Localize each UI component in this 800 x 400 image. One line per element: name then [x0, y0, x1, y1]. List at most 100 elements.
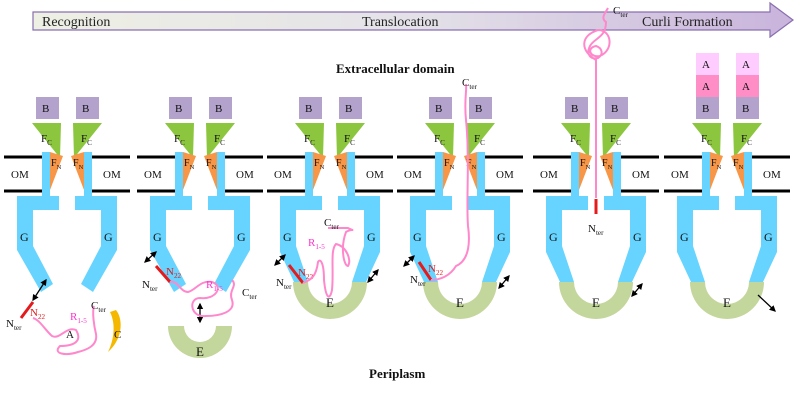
csgF-c-domain: [466, 123, 495, 158]
fn-label: FN: [314, 158, 325, 171]
csgE-label: E: [592, 295, 600, 310]
fn-label: FN: [206, 158, 217, 171]
csgF-c-domain: [602, 123, 631, 158]
cter-label: Cter: [324, 217, 339, 231]
csgB-label: B: [702, 103, 709, 115]
csgG-plate: [735, 196, 777, 210]
r15-label: R1-5: [308, 237, 325, 251]
csgB-box: [469, 97, 492, 119]
csgG-stem: [305, 152, 313, 196]
cter-label: Cter: [613, 5, 628, 19]
csgE-cap: [690, 282, 764, 319]
n22-segment: [19, 301, 35, 319]
csgE-label: E: [456, 295, 464, 310]
csgG-plate: [468, 196, 510, 210]
csgG-label: G: [633, 230, 642, 244]
csgB-label: B: [175, 103, 182, 115]
fc-label: FC: [81, 133, 92, 147]
double-arrow-icon: [367, 269, 379, 283]
csgB-box: [696, 97, 719, 119]
csgG-stem: [175, 152, 183, 196]
csgG-stem: [744, 152, 752, 196]
fc-label: FC: [304, 133, 315, 147]
cter-label: Cter: [462, 77, 477, 91]
csgG-arm: [280, 196, 308, 282]
csgB-box: [36, 97, 59, 119]
csgG-label: G: [367, 230, 376, 244]
nter-label: Nter: [588, 223, 604, 237]
csgF-n-domain: [313, 152, 326, 190]
csgB-label: B: [435, 103, 442, 115]
csgG-stem: [217, 152, 225, 196]
csgG-label: G: [680, 230, 689, 244]
csgB-box: [339, 97, 362, 119]
csgA-subunit-dark: [696, 75, 719, 97]
stage-label-recognition: Recognition: [42, 15, 110, 30]
csgG-arm: [352, 196, 380, 282]
csgG-plate: [546, 196, 588, 210]
fc-label: FC: [344, 133, 355, 147]
r15-label: R1-5: [206, 279, 223, 293]
csgG-arm: [546, 196, 574, 282]
csgF-n-domain: [183, 152, 196, 190]
fc-label: FC: [41, 133, 52, 147]
csgF-c-domain: [206, 123, 235, 158]
nter-label: Nter: [6, 318, 22, 332]
om-label-right: OM: [366, 169, 384, 181]
csgG-label: G: [764, 230, 773, 244]
double-arrow-icon: [498, 275, 510, 289]
csgB-box: [76, 97, 99, 119]
csgF-n-domain: [334, 152, 347, 190]
csgG-arm: [214, 196, 250, 292]
double-arrow-icon: [274, 254, 286, 266]
csgB-label: B: [345, 103, 352, 115]
n22-segment: [417, 261, 433, 281]
fc-label: FC: [474, 133, 485, 147]
csgF-n-domain: [710, 152, 723, 190]
fn-label: FN: [51, 158, 62, 171]
csgA-label: A: [702, 81, 710, 93]
om-label-left: OM: [11, 169, 29, 181]
n22-segment: [154, 265, 172, 283]
om-label-right: OM: [103, 169, 121, 181]
csgA-chain: [430, 83, 470, 281]
csgF-n-domain: [50, 152, 63, 190]
csgB-box: [209, 97, 232, 119]
n22-label: N22: [166, 266, 182, 280]
csgG-arm: [618, 196, 646, 282]
fc-label: FC: [434, 133, 445, 147]
csgG-stem: [702, 152, 710, 196]
csgG-plate: [75, 196, 117, 210]
csgG-stem: [435, 152, 443, 196]
double-arrow-icon: [403, 255, 415, 267]
csgG-plate: [280, 196, 322, 210]
nter-label: Nter: [410, 274, 426, 288]
csgG-plate: [604, 196, 646, 210]
csgA-chain: [169, 279, 235, 318]
csgF-c-domain: [32, 123, 61, 158]
om-label-left: OM: [671, 169, 689, 181]
csgA-label: A: [702, 59, 710, 71]
csgA-subunit-light: [736, 53, 759, 75]
csgE-cap: [559, 282, 633, 319]
csgG-plate: [208, 196, 250, 210]
csgF-c-domain: [425, 123, 454, 158]
double-arrow-icon: [32, 278, 47, 302]
fn-label: FN: [336, 158, 347, 171]
fn-label: FN: [444, 158, 455, 171]
csgA-subunit-dark: [736, 75, 759, 97]
csgG-label: G: [237, 230, 246, 244]
csgG-label: G: [283, 230, 292, 244]
om-label-left: OM: [404, 169, 422, 181]
csgB-box: [169, 97, 192, 119]
n22-label: N22: [298, 267, 314, 281]
csgE-label: E: [723, 295, 731, 310]
n22-segment: [287, 264, 305, 284]
stage-arrow: Recognition Translocation Curli Formatio…: [32, 1, 795, 39]
csgF-c-domain: [733, 123, 762, 158]
